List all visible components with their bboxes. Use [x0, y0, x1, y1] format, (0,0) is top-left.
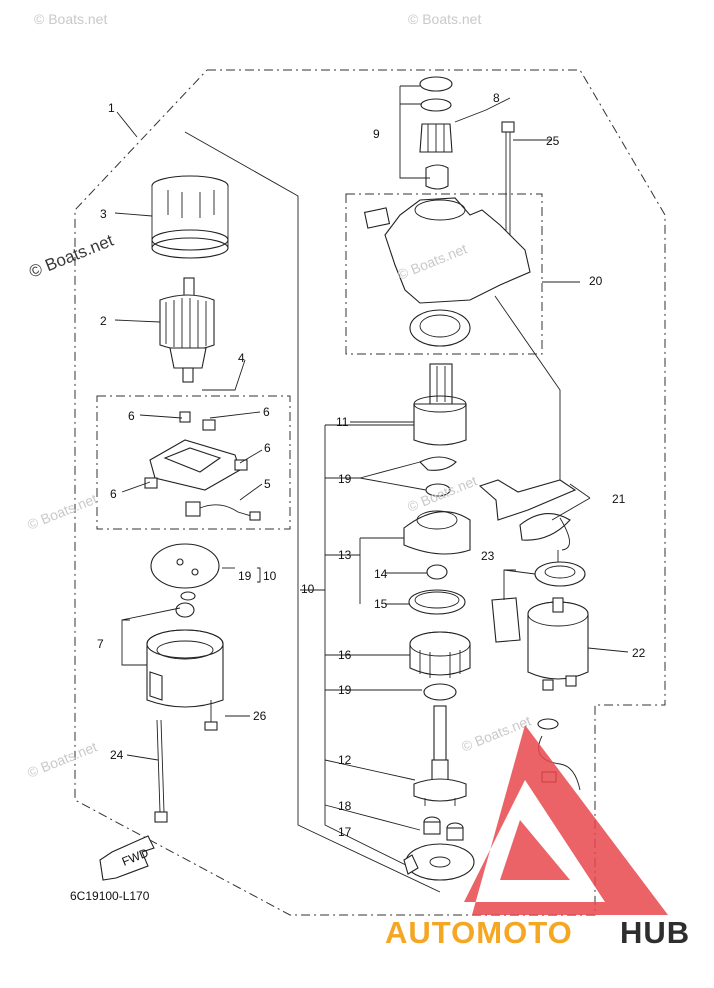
- callout-26: 26: [253, 709, 267, 723]
- yoke-part: [151, 175, 229, 259]
- internal-gear-part: [409, 631, 471, 678]
- clutch-shaft-part: [413, 363, 467, 446]
- pinion-group-part: [419, 76, 453, 190]
- watermark-top-left: © Boats.net: [34, 11, 107, 27]
- callout-10-a: 10: [263, 569, 277, 583]
- armature-part: [159, 277, 215, 383]
- through-bolt-part: [154, 719, 168, 823]
- plate-washer-left: [150, 543, 220, 618]
- diagram-code: 6C19100-L170: [70, 889, 150, 903]
- plunger-part: [491, 550, 586, 643]
- callout-12: 12: [338, 753, 352, 767]
- watermark-left-low: © Boats.net: [25, 738, 99, 780]
- watermark-center-mid: © Boats.net: [405, 472, 479, 514]
- watermark-top-center: © Boats.net: [408, 11, 481, 27]
- callout-13: 13: [338, 548, 352, 562]
- plate-17-part: [403, 843, 475, 881]
- logo-text-hub: HUB: [620, 915, 690, 950]
- brush-lead-part: [185, 501, 261, 521]
- callout-20: 20: [589, 274, 603, 288]
- callout-9: 9: [373, 127, 380, 141]
- callout-10-b: 10: [301, 582, 315, 596]
- callout-23: 23: [481, 549, 495, 563]
- callout-19-a: 19: [238, 569, 252, 583]
- clip-washer-center: [419, 456, 457, 497]
- watermark-left: © Boats.net: [26, 231, 116, 282]
- callout-8: 8: [493, 91, 500, 105]
- callout-15: 15: [374, 597, 388, 611]
- group-line-left: [184, 131, 441, 893]
- logo-text-automoto: AUTOMOTO: [385, 915, 573, 950]
- callout-labels: 1 3 2 4 6 6 6 6 5 19 10 7 26 24 8 9 25 2…: [97, 91, 646, 839]
- gear-holder-part: [403, 510, 471, 555]
- automotohub-logo: AUTOMOTO HUB: [385, 725, 690, 950]
- leader-lines: [114, 85, 629, 761]
- callout-2: 2: [100, 314, 107, 328]
- bracket-19-10: [257, 567, 261, 583]
- rear-cover-part: [146, 629, 224, 708]
- bolt-25-part: [501, 121, 515, 236]
- washer-lower-part: [423, 683, 457, 701]
- bushing-ring-part: [408, 564, 466, 615]
- callout-16: 16: [338, 648, 352, 662]
- front-cover-part: [363, 197, 531, 347]
- screw-26-part: [204, 700, 218, 731]
- logo-triangle-icon: [464, 725, 668, 915]
- callout-6-a: 6: [128, 409, 135, 423]
- planetary-shaft-part: [413, 705, 467, 806]
- watermark-left-mid: © Boats.net: [25, 490, 99, 532]
- callout-18: 18: [338, 799, 352, 813]
- callout-22: 22: [632, 646, 646, 660]
- callout-21: 21: [612, 492, 626, 506]
- callout-6-b: 6: [263, 405, 270, 419]
- callout-11: 11: [336, 415, 349, 429]
- callout-3: 3: [100, 207, 107, 221]
- cover-assembly-box: [345, 193, 543, 355]
- callout-24: 24: [110, 748, 124, 762]
- planet-gears-part: [423, 816, 464, 841]
- brush-holder-part: [144, 411, 248, 491]
- callout-6-d: 6: [110, 487, 117, 501]
- callout-7: 7: [97, 637, 104, 651]
- brush-holder-box: [96, 395, 291, 530]
- callout-14: 14: [374, 567, 388, 581]
- callout-5: 5: [264, 477, 271, 491]
- callout-4: 4: [238, 351, 245, 365]
- callout-6-c: 6: [264, 441, 271, 455]
- callout-25: 25: [546, 134, 560, 148]
- magnetic-switch-part: [527, 597, 589, 691]
- callout-1: 1: [108, 101, 115, 115]
- fwd-arrow-icon: FWD: [99, 835, 155, 881]
- callout-19-b: 19: [338, 472, 352, 486]
- callout-17: 17: [338, 825, 352, 839]
- assembly-outline: [74, 69, 666, 916]
- group-line-center: [324, 425, 421, 873]
- lever-part: [478, 479, 577, 551]
- callout-19-c: 19: [338, 683, 352, 697]
